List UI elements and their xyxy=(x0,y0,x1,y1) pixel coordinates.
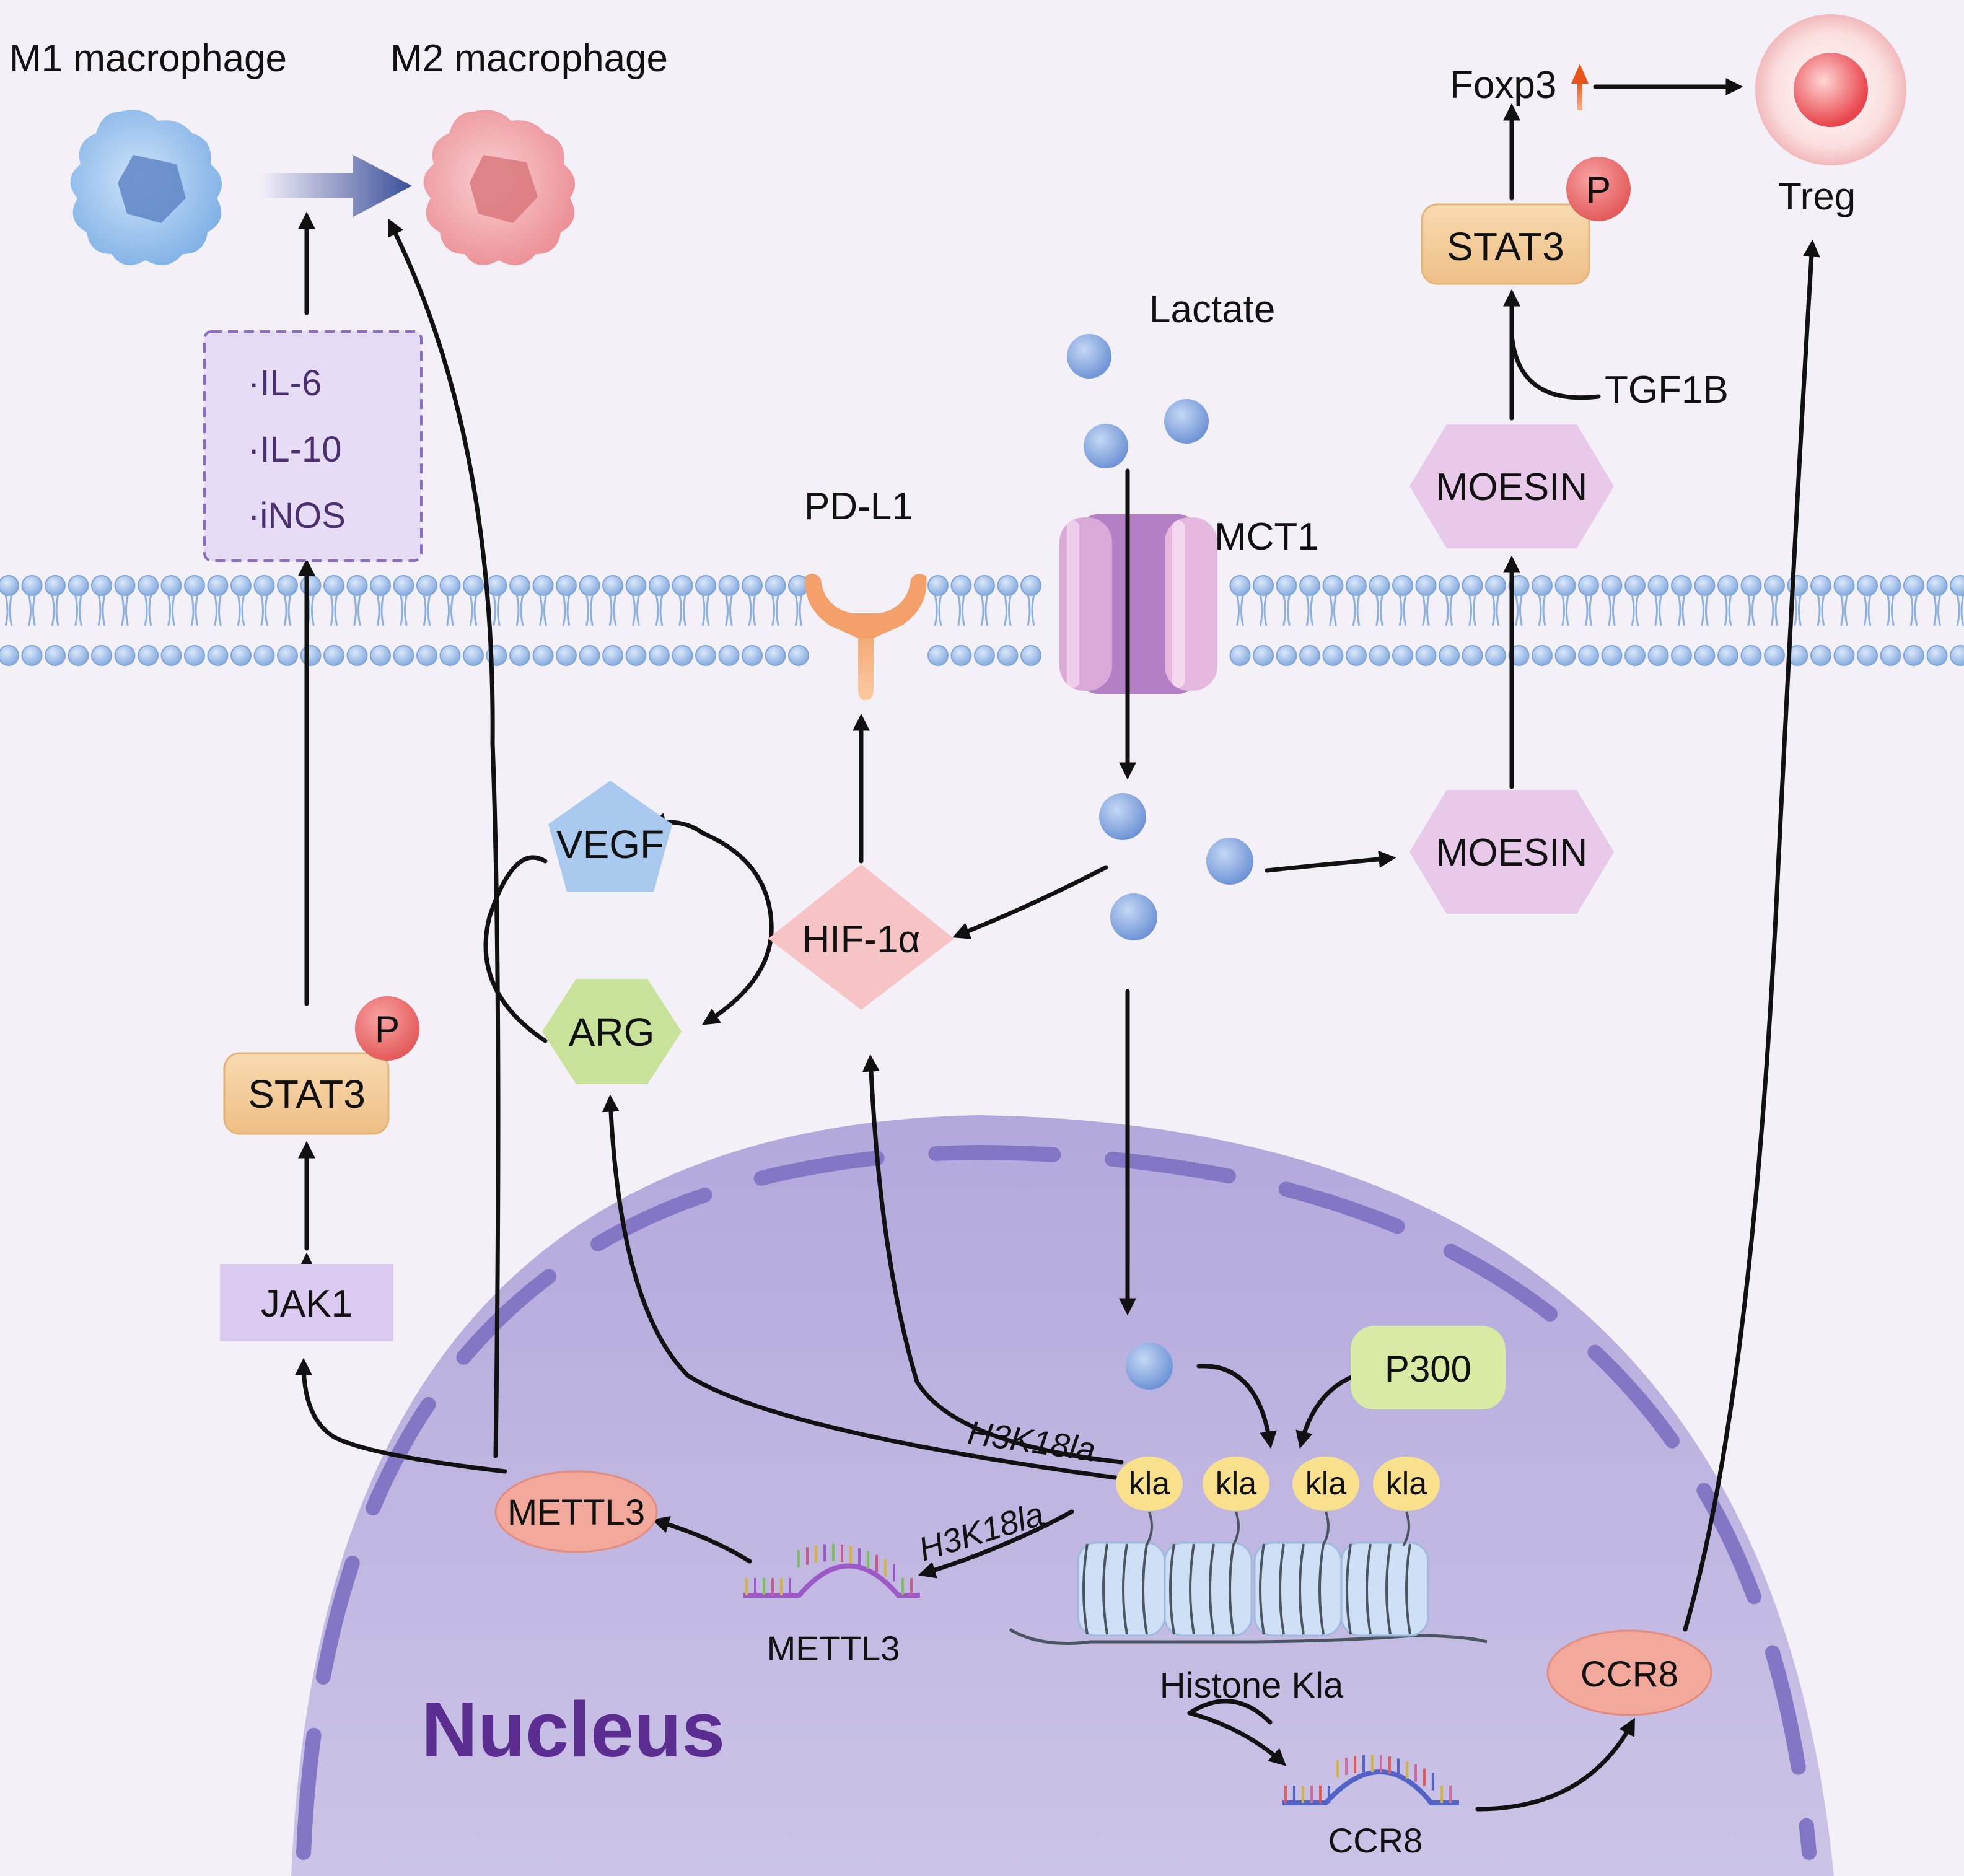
cytokine-il10: ·IL-10 xyxy=(248,429,342,470)
cell-membrane xyxy=(0,575,1964,666)
jak1-node xyxy=(220,1264,393,1341)
vegf-label: VEGF xyxy=(556,822,664,867)
lactate-molecules xyxy=(1067,334,1253,1390)
ccr8-protein-node xyxy=(1546,1629,1712,1716)
arg-label: ARG xyxy=(569,1010,655,1054)
treg-label: Treg xyxy=(1778,175,1856,218)
treg-cell xyxy=(1755,14,1906,165)
moesin-top-node xyxy=(1409,424,1614,548)
m1-macrophage xyxy=(70,110,222,265)
histone-kla-label: Histone Kla xyxy=(1160,1665,1344,1706)
stat3-right-label: STAT3 xyxy=(1447,224,1564,269)
pathway-arrows xyxy=(295,78,1820,1812)
mettl3-mrna-label: METTL3 xyxy=(767,1629,900,1668)
pd-l1-receptor xyxy=(805,574,927,700)
stat3-left-node xyxy=(223,996,419,1135)
foxp3-label: Foxp3 xyxy=(1450,64,1556,107)
mct1-transporter xyxy=(1059,514,1217,694)
cytokine-inos: ·iNOS xyxy=(248,496,346,536)
tgf1b-label: TGF1B xyxy=(1605,369,1729,411)
arg-node xyxy=(542,979,682,1084)
nucleus-label: Nucleus xyxy=(421,1686,725,1773)
stat3-right-node xyxy=(1421,157,1631,285)
phospho-p-left-label: P xyxy=(375,1009,400,1050)
moesin-top-label: MOESIN xyxy=(1436,466,1588,509)
hif1a-node xyxy=(768,864,954,1010)
kla-label-2: kla xyxy=(1216,1466,1257,1502)
m2-macrophage xyxy=(423,110,575,265)
m1-to-m2-arrow xyxy=(260,155,412,217)
m2-macrophage-label: M2 macrophage xyxy=(390,37,668,80)
cytokine-il6: ·IL-6 xyxy=(248,363,322,403)
moesin-bottom-node xyxy=(1409,790,1614,914)
stat3-left-label: STAT3 xyxy=(248,1072,366,1116)
moesin-bottom-label: MOESIN xyxy=(1436,831,1588,874)
kla-label-3: kla xyxy=(1305,1466,1347,1502)
mettl3-protein-label: METTL3 xyxy=(507,1492,645,1533)
up-arrow-foxp3 xyxy=(1571,64,1589,110)
mettl3-mrna xyxy=(743,1544,920,1598)
phospho-p-left xyxy=(355,996,419,1061)
mettl3-protein-node xyxy=(494,1470,658,1553)
cytokine-box: ·IL-6 ·IL-10 ·iNOS xyxy=(203,330,423,562)
p300-label: P300 xyxy=(1385,1348,1471,1390)
chromatin xyxy=(1009,1511,1488,1645)
kla-label-1: kla xyxy=(1129,1466,1170,1502)
kla-label-4: kla xyxy=(1386,1466,1427,1502)
ccr8-mrna-label: CCR8 xyxy=(1328,1821,1423,1860)
ccr8-mrna xyxy=(1282,1755,1459,1805)
phospho-p-right-label: P xyxy=(1586,169,1611,211)
upregulation-arrows xyxy=(375,64,1589,534)
ccr8-protein-label: CCR8 xyxy=(1580,1654,1678,1694)
m1-macrophage-label: M1 macrophage xyxy=(9,37,287,80)
jak1-label: JAK1 xyxy=(261,1282,353,1325)
hif1a-label: HIF-1α xyxy=(802,918,921,961)
pd-l1-label: PD-L1 xyxy=(804,485,913,528)
phospho-p-right xyxy=(1566,157,1631,221)
nuclear-envelope xyxy=(296,1144,1817,1860)
lactate-label: Lactate xyxy=(1149,288,1275,331)
kla-marks xyxy=(1116,1457,1440,1511)
nucleus xyxy=(291,1115,1834,1876)
vegf-node xyxy=(548,781,672,892)
mct1-label: MCT1 xyxy=(1214,515,1319,558)
p300-node xyxy=(1351,1326,1506,1409)
